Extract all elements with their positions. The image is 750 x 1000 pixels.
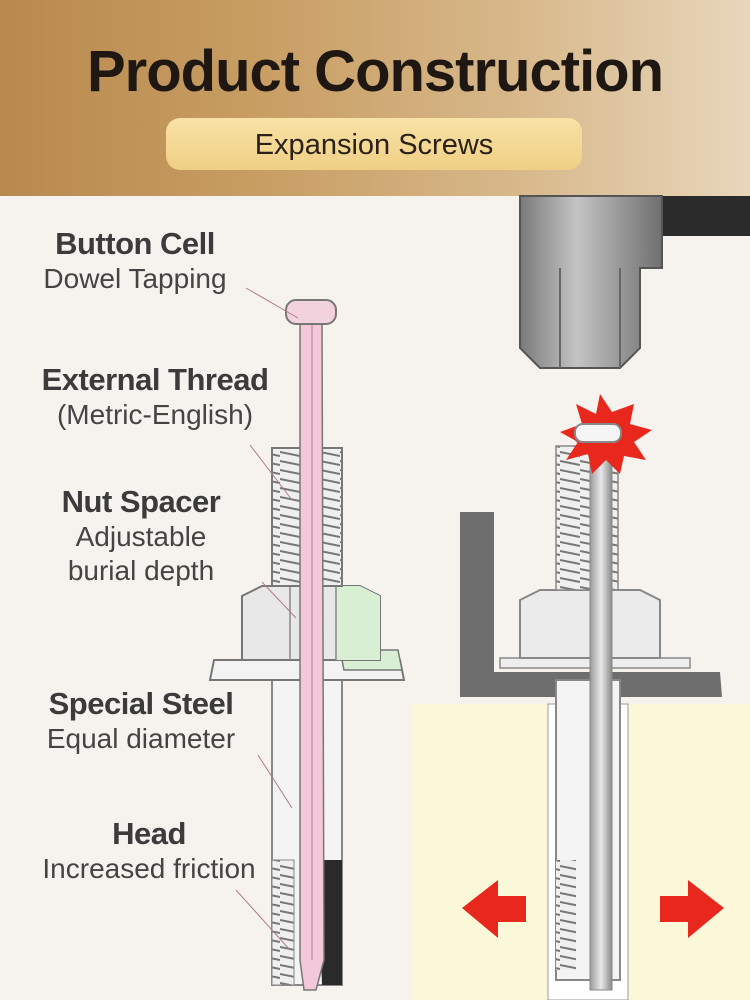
subtitle-pill: Expansion Screws xyxy=(166,118,582,170)
header-banner: Product Construction Expansion Screws xyxy=(0,0,750,196)
subtitle-text: Expansion Screws xyxy=(254,129,494,161)
label-external-thread: External Thread (Metric-English) xyxy=(41,362,269,430)
label-nut-spacer: Nut Spacer Adjustable burial depth xyxy=(61,484,221,586)
hammer xyxy=(519,195,750,369)
label-special-steel: Special Steel Equal diameter xyxy=(46,686,236,754)
label-head: Head Increased friction xyxy=(42,816,256,884)
page-title: Product Construction xyxy=(86,39,664,104)
left-arrow-icon xyxy=(462,880,526,938)
label-button-cell: Button Cell Dowel Tapping xyxy=(43,226,227,294)
left-screw xyxy=(208,287,406,991)
right-arrow-icon xyxy=(660,880,724,938)
